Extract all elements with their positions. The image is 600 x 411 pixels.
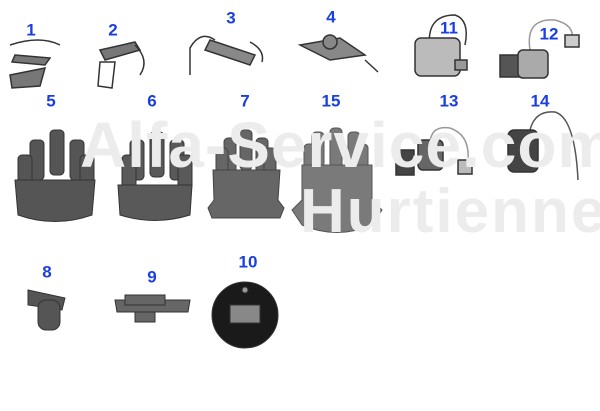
part-5-image [14,129,96,222]
part-10-image [211,281,279,349]
part-number-label: 5 [46,91,56,111]
part-3-image [189,35,264,75]
part-15-image [291,127,383,233]
part-number-label: 14 [530,91,550,111]
part-number-label: 12 [539,24,559,44]
watermark-line2: Hurtienne [300,177,600,246]
part-7-image [207,129,285,219]
part-11-image [414,14,468,77]
part-1-image [9,39,61,89]
part-number-label: 10 [238,252,258,272]
part-number-label: 6 [147,91,157,111]
part-number-label: 7 [240,91,250,111]
part-number-label: 8 [42,262,52,282]
part-number-label: 1 [26,20,36,40]
part-6-image [117,131,193,221]
part-number-label: 13 [439,91,459,111]
part-14-image [507,111,579,181]
part-13-image [395,126,473,176]
part-number-label: 11 [440,18,458,38]
part-4-image [297,34,379,73]
part-12-image [499,19,580,79]
part-number-label: 4 [326,7,336,27]
watermark-line1: Alfa-Service.com [80,109,600,181]
part-2-image [97,41,145,89]
part-number-label: 9 [147,267,157,287]
part-number-label: 3 [226,8,236,28]
part-number-label: 2 [108,20,118,40]
part-9-image [114,294,191,323]
part-number-label: 15 [321,91,341,111]
part-8-image [27,289,66,331]
